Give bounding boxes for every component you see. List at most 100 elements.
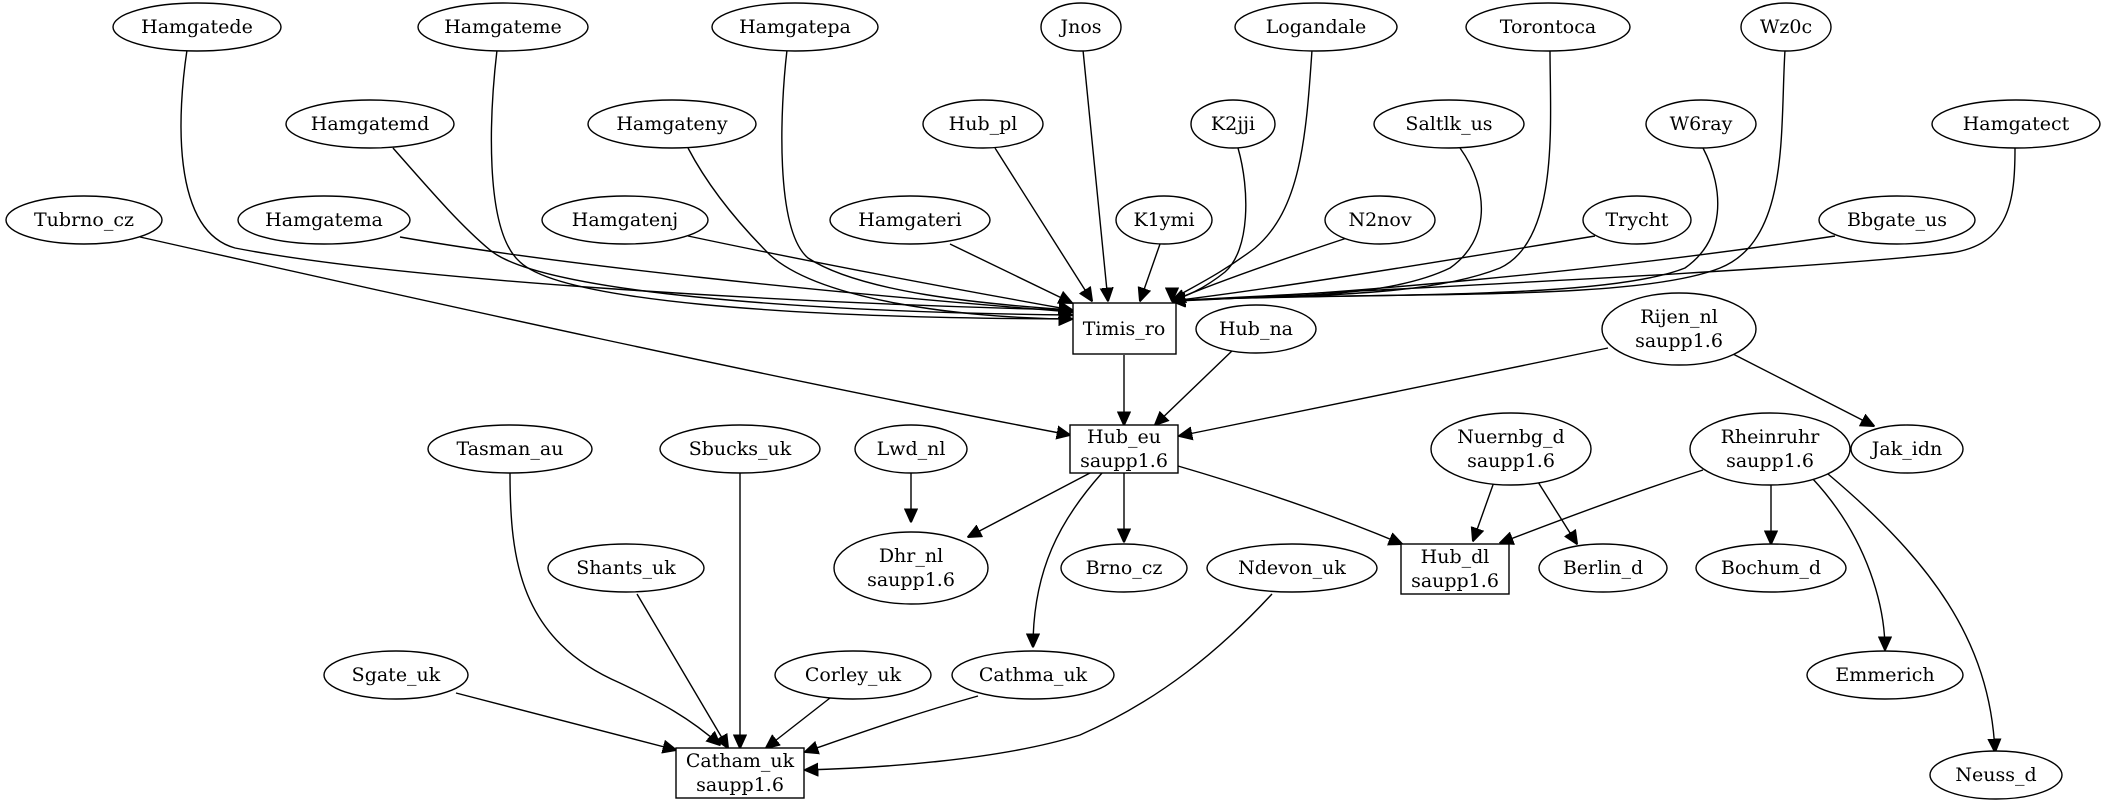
edge-k1ymi-timis-ro — [1140, 243, 1161, 301]
node-label-ndevon-uk: Ndevon_uk — [1238, 557, 1346, 579]
node-hamgatede: Hamgatede — [112, 2, 282, 52]
node-label-lwd-nl: Lwd_nl — [877, 438, 946, 460]
node-label-cathma-uk: Cathma_uk — [979, 664, 1088, 686]
node-timis-ro: Timis_ro — [1072, 302, 1177, 355]
node-label-hamgatepa: Hamgatepa — [739, 16, 851, 38]
edge-hamgateri-timis-ro — [949, 243, 1072, 303]
node-corley-uk: Corley_uk — [774, 650, 932, 700]
node-label-corley-uk: Corley_uk — [805, 664, 902, 686]
edge-tasman-au-catham-uk — [509, 472, 720, 745]
node-brno-cz: Brno_cz — [1060, 543, 1188, 593]
node-label-hamgateme: Hamgateme — [444, 16, 562, 38]
node-jak-idn: Jak_idn — [1850, 424, 1964, 474]
node-w6ray: W6ray — [1645, 99, 1757, 149]
edge-n2nov-timis-ro — [1172, 235, 1354, 301]
node-tubrno-cz: Tubrno_cz — [5, 195, 163, 245]
node-label-w6ray: W6ray — [1670, 113, 1733, 135]
node-label-hamgatect: Hamgatect — [1963, 113, 2070, 135]
node-label-timis-ro: Timis_ro — [1083, 318, 1166, 340]
node-label-hub-dl-1: Hub_dl — [1421, 546, 1490, 568]
node-label-hamgatemd: Hamgatemd — [311, 113, 429, 135]
node-trycht: Trycht — [1582, 195, 1692, 245]
node-label-sgate-uk: Sgate_uk — [352, 664, 441, 686]
node-label-shants-uk: Shants_uk — [576, 557, 676, 579]
node-hamgatenj: Hamgatenj — [541, 195, 709, 245]
node-label-rheinruhr-1: Rheinruhr — [1721, 426, 1821, 448]
edge-rijen-nl-hub-eu — [1179, 347, 1609, 436]
edge-bbgate-us-timis-ro — [1172, 235, 1836, 301]
edge-jnos-timis-ro — [1082, 49, 1108, 301]
edge-sgate-uk-catham-uk — [455, 692, 676, 750]
node-label-nuernbg-d-2: saupp1.6 — [1467, 450, 1555, 472]
node-label-k1ymi: K1ymi — [1133, 209, 1194, 231]
edge-nuernbg-d-hub-dl — [1473, 481, 1495, 541]
node-label-sbucks-uk: Sbucks_uk — [689, 438, 792, 460]
node-label-k2jji: K2jji — [1211, 113, 1255, 135]
edge-trycht-timis-ro — [1172, 235, 1596, 301]
edge-hamgatema-timis-ro — [399, 236, 1072, 312]
edges-layer — [139, 49, 2016, 770]
edge-hamgatemd-timis-ro — [392, 147, 1072, 315]
edge-hub-pl-timis-ro — [994, 147, 1092, 301]
edge-cathma-uk-catham-uk — [805, 695, 979, 752]
node-label-tasman-au: Tasman_au — [457, 438, 564, 460]
node-neuss-d: Neuss_d — [1929, 750, 2063, 800]
node-bbgate-us: Bbgate_us — [1818, 195, 1976, 245]
edge-wz0c-timis-ro — [1172, 49, 1786, 301]
node-label-hub-eu-1: Hub_eu — [1087, 426, 1161, 448]
edge-hamgatenj-timis-ro — [687, 235, 1072, 310]
node-hamgateny: Hamgateny — [587, 99, 757, 149]
node-lwd-nl: Lwd_nl — [854, 424, 968, 474]
edge-rheinruhr-emmerich — [1811, 477, 1885, 650]
node-label-bochum-d: Bochum_d — [1721, 557, 1821, 579]
node-label-nuernbg-d-1: Nuernbg_d — [1457, 426, 1564, 448]
node-label-hamgateny: Hamgateny — [616, 113, 728, 135]
node-label-hamgatenj: Hamgatenj — [572, 209, 678, 231]
node-label-rheinruhr-2: saupp1.6 — [1726, 450, 1814, 472]
node-label-saltlk-us: Saltlk_us — [1405, 113, 1492, 135]
node-label-hub-na: Hub_na — [1219, 318, 1293, 340]
node-label-trycht: Trycht — [1605, 209, 1668, 231]
edge-rijen-nl-jak-idn — [1732, 353, 1874, 426]
node-hamgatepa: Hamgatepa — [711, 2, 879, 52]
node-label-hamgateri: Hamgateri — [858, 209, 961, 231]
node-label-hub-pl: Hub_pl — [949, 113, 1018, 135]
edge-tubrno-cz-hub-eu — [139, 236, 1070, 435]
nodes-layer: Hamgatede Hamgateme Hamgatepa Jnos Logan… — [5, 2, 2101, 800]
node-k2jji: K2jji — [1190, 99, 1276, 149]
node-wz0c: Wz0c — [1740, 2, 1832, 52]
node-label-logandale: Logandale — [1266, 16, 1367, 38]
edge-rheinruhr-hub-dl — [1500, 469, 1704, 543]
edge-logandale-timis-ro — [1172, 49, 1313, 301]
edge-hub-eu-dhr-nl — [968, 472, 1091, 537]
node-saltlk-us: Saltlk_us — [1373, 99, 1525, 149]
node-hub-pl: Hub_pl — [922, 99, 1044, 149]
node-label-tubrno-cz: Tubrno_cz — [34, 209, 134, 231]
node-sgate-uk: Sgate_uk — [323, 650, 469, 700]
edge-rheinruhr-neuss-d — [1827, 473, 1995, 752]
edge-hub-eu-hub-dl — [1177, 465, 1402, 544]
node-bochum-d: Bochum_d — [1695, 543, 1847, 593]
edge-hamgateny-timis-ro — [687, 147, 1072, 319]
edge-hamgateme-timis-ro — [490, 49, 1072, 319]
node-label-jak-idn: Jak_idn — [1870, 438, 1942, 460]
node-label-hub-dl-2: saupp1.6 — [1411, 570, 1499, 592]
node-label-n2nov: N2nov — [1348, 209, 1411, 231]
node-hamgateri: Hamgateri — [829, 195, 991, 245]
node-jnos: Jnos — [1040, 2, 1122, 52]
edge-ndevon-uk-catham-uk — [805, 593, 1273, 770]
edge-hamgatepa-timis-ro — [781, 49, 1072, 310]
node-emmerich: Emmerich — [1806, 650, 1964, 700]
node-label-dhr-nl-1: Dhr_nl — [879, 545, 943, 567]
node-k1ymi: K1ymi — [1115, 195, 1213, 245]
node-hamgatema: Hamgatema — [237, 195, 411, 245]
node-shants-uk: Shants_uk — [547, 543, 705, 593]
node-tasman-au: Tasman_au — [427, 424, 593, 474]
node-hub-na: Hub_na — [1195, 304, 1317, 354]
